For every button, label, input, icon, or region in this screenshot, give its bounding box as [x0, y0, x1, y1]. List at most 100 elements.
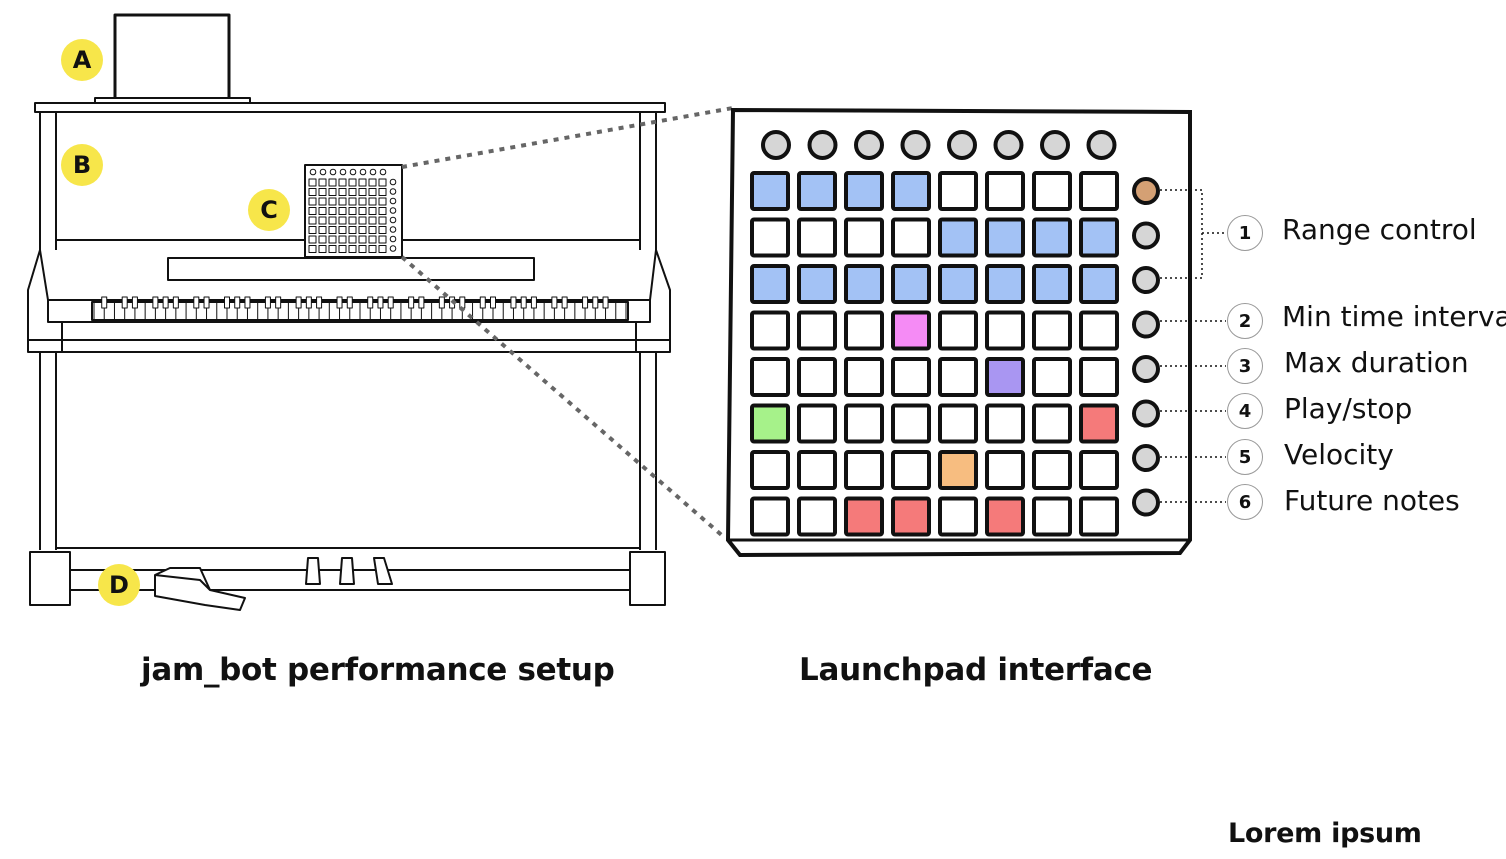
pad-r6-c5[interactable] — [938, 403, 978, 444]
top-button-8[interactable] — [1086, 130, 1117, 160]
mini-pad — [328, 188, 337, 196]
top-button-3[interactable] — [854, 130, 884, 160]
side-button-3[interactable] — [1132, 266, 1160, 294]
mini-pad — [378, 188, 387, 196]
pad-r3-c1[interactable] — [750, 264, 790, 304]
pad-r1-c1[interactable] — [750, 171, 790, 211]
pad-r2-c1[interactable] — [750, 217, 790, 258]
pad-r6-c6[interactable] — [985, 403, 1025, 444]
side-button-1[interactable] — [1132, 177, 1160, 205]
pad-r7-c8[interactable] — [1079, 450, 1119, 490]
pad-r4-c3[interactable] — [844, 310, 884, 351]
pad-r4-c7[interactable] — [1032, 310, 1072, 351]
pad-r2-c7[interactable] — [1032, 217, 1072, 258]
side-button-6[interactable] — [1132, 399, 1160, 428]
top-buttons — [761, 130, 1117, 160]
top-button-2[interactable] — [807, 130, 838, 160]
top-button-7[interactable] — [1040, 130, 1070, 160]
mini-pad — [368, 226, 377, 234]
pad-r2-c2[interactable] — [797, 217, 837, 258]
side-button-2[interactable] — [1132, 221, 1160, 250]
mini-side-button — [389, 216, 397, 224]
pad-r4-c2[interactable] — [797, 310, 837, 351]
pad-r5-c3[interactable] — [844, 357, 884, 397]
pad-r1-c4[interactable] — [891, 171, 931, 211]
pad-r8-c3[interactable] — [844, 496, 884, 537]
pad-r5-c8[interactable] — [1079, 357, 1119, 397]
pad-r4-c6[interactable] — [985, 310, 1025, 351]
top-button-6[interactable] — [993, 130, 1024, 160]
pad-r8-c2[interactable] — [797, 496, 837, 537]
pad-r8-c4[interactable] — [891, 496, 931, 537]
pad-r7-c3[interactable] — [844, 450, 884, 490]
pad-r1-c5[interactable] — [938, 171, 978, 211]
top-button-1[interactable] — [761, 130, 791, 160]
pad-r8-c6[interactable] — [985, 496, 1025, 537]
pad-r3-c6[interactable] — [985, 264, 1025, 304]
pad-r5-c5[interactable] — [938, 357, 978, 397]
side-button-8[interactable] — [1132, 488, 1160, 517]
pad-r3-c8[interactable] — [1079, 264, 1119, 304]
pad-r1-c6[interactable] — [985, 171, 1025, 211]
pad-r7-c2[interactable] — [797, 450, 837, 490]
pad-r1-c3[interactable] — [844, 171, 884, 211]
pad-r5-c6[interactable] — [985, 357, 1025, 397]
mini-pad — [318, 226, 327, 234]
pad-r8-c8[interactable] — [1079, 496, 1119, 537]
pad-r2-c3[interactable] — [844, 217, 884, 258]
pad-r7-c6[interactable] — [985, 450, 1025, 490]
pad-r4-c8[interactable] — [1079, 310, 1119, 351]
top-button-5[interactable] — [947, 130, 977, 160]
pad-r5-c7[interactable] — [1032, 357, 1072, 397]
pad-r5-c4[interactable] — [891, 357, 931, 397]
pad-r8-c1[interactable] — [750, 496, 790, 537]
pad-r5-c2[interactable] — [797, 357, 837, 397]
pad-r2-c4[interactable] — [891, 217, 931, 258]
pad-r3-c2[interactable] — [797, 264, 837, 304]
pad-r7-c7[interactable] — [1032, 450, 1072, 490]
piano-black-key — [203, 296, 210, 309]
mini-pad — [368, 188, 377, 196]
badge-a: A — [61, 39, 103, 81]
piano-black-key — [295, 296, 302, 309]
side-button-4[interactable] — [1132, 310, 1160, 339]
pad-r2-c8[interactable] — [1079, 217, 1119, 258]
mini-pad — [308, 226, 317, 234]
pad-r3-c4[interactable] — [891, 264, 931, 304]
pad-r1-c2[interactable] — [797, 171, 837, 211]
pad-r6-c8[interactable] — [1079, 403, 1119, 444]
side-button-7[interactable] — [1132, 444, 1160, 472]
side-button-5[interactable] — [1132, 355, 1160, 383]
pad-r7-c1[interactable] — [750, 450, 790, 490]
badge-b: B — [61, 144, 103, 186]
piano-black-key — [592, 296, 599, 309]
pad-r4-c1[interactable] — [750, 310, 790, 351]
pad-r8-c5[interactable] — [938, 496, 978, 537]
pad-r1-c8[interactable] — [1079, 171, 1119, 211]
pad-r3-c7[interactable] — [1032, 264, 1072, 304]
pad-r2-c6[interactable] — [985, 217, 1025, 258]
pad-r3-c5[interactable] — [938, 264, 978, 304]
pad-r6-c4[interactable] — [891, 403, 931, 444]
mini-pad — [338, 178, 347, 187]
pad-r2-c5[interactable] — [938, 217, 978, 258]
pad-r3-c3[interactable] — [844, 264, 884, 304]
pad-r6-c7[interactable] — [1032, 403, 1072, 444]
control-number-2: 2 — [1227, 303, 1263, 339]
control-label-2: Min time interval — [1282, 300, 1506, 333]
pad-r8-c7[interactable] — [1032, 496, 1072, 537]
mini-pad — [328, 226, 337, 234]
pad-r4-c5[interactable] — [938, 310, 978, 351]
pad-r6-c2[interactable] — [797, 403, 837, 444]
pad-r6-c3[interactable] — [844, 403, 884, 444]
piano-black-key — [561, 296, 568, 309]
mini-pad — [358, 226, 367, 234]
pad-r1-c7[interactable] — [1032, 171, 1072, 211]
pad-r5-c1[interactable] — [750, 357, 790, 397]
top-button-4[interactable] — [900, 130, 931, 160]
pad-r4-c4[interactable] — [891, 310, 931, 351]
pad-r7-c4[interactable] — [891, 450, 931, 490]
pad-r7-c5[interactable] — [938, 450, 978, 490]
control-label-1: Range control — [1282, 213, 1477, 246]
pad-r6-c1[interactable] — [750, 403, 790, 444]
